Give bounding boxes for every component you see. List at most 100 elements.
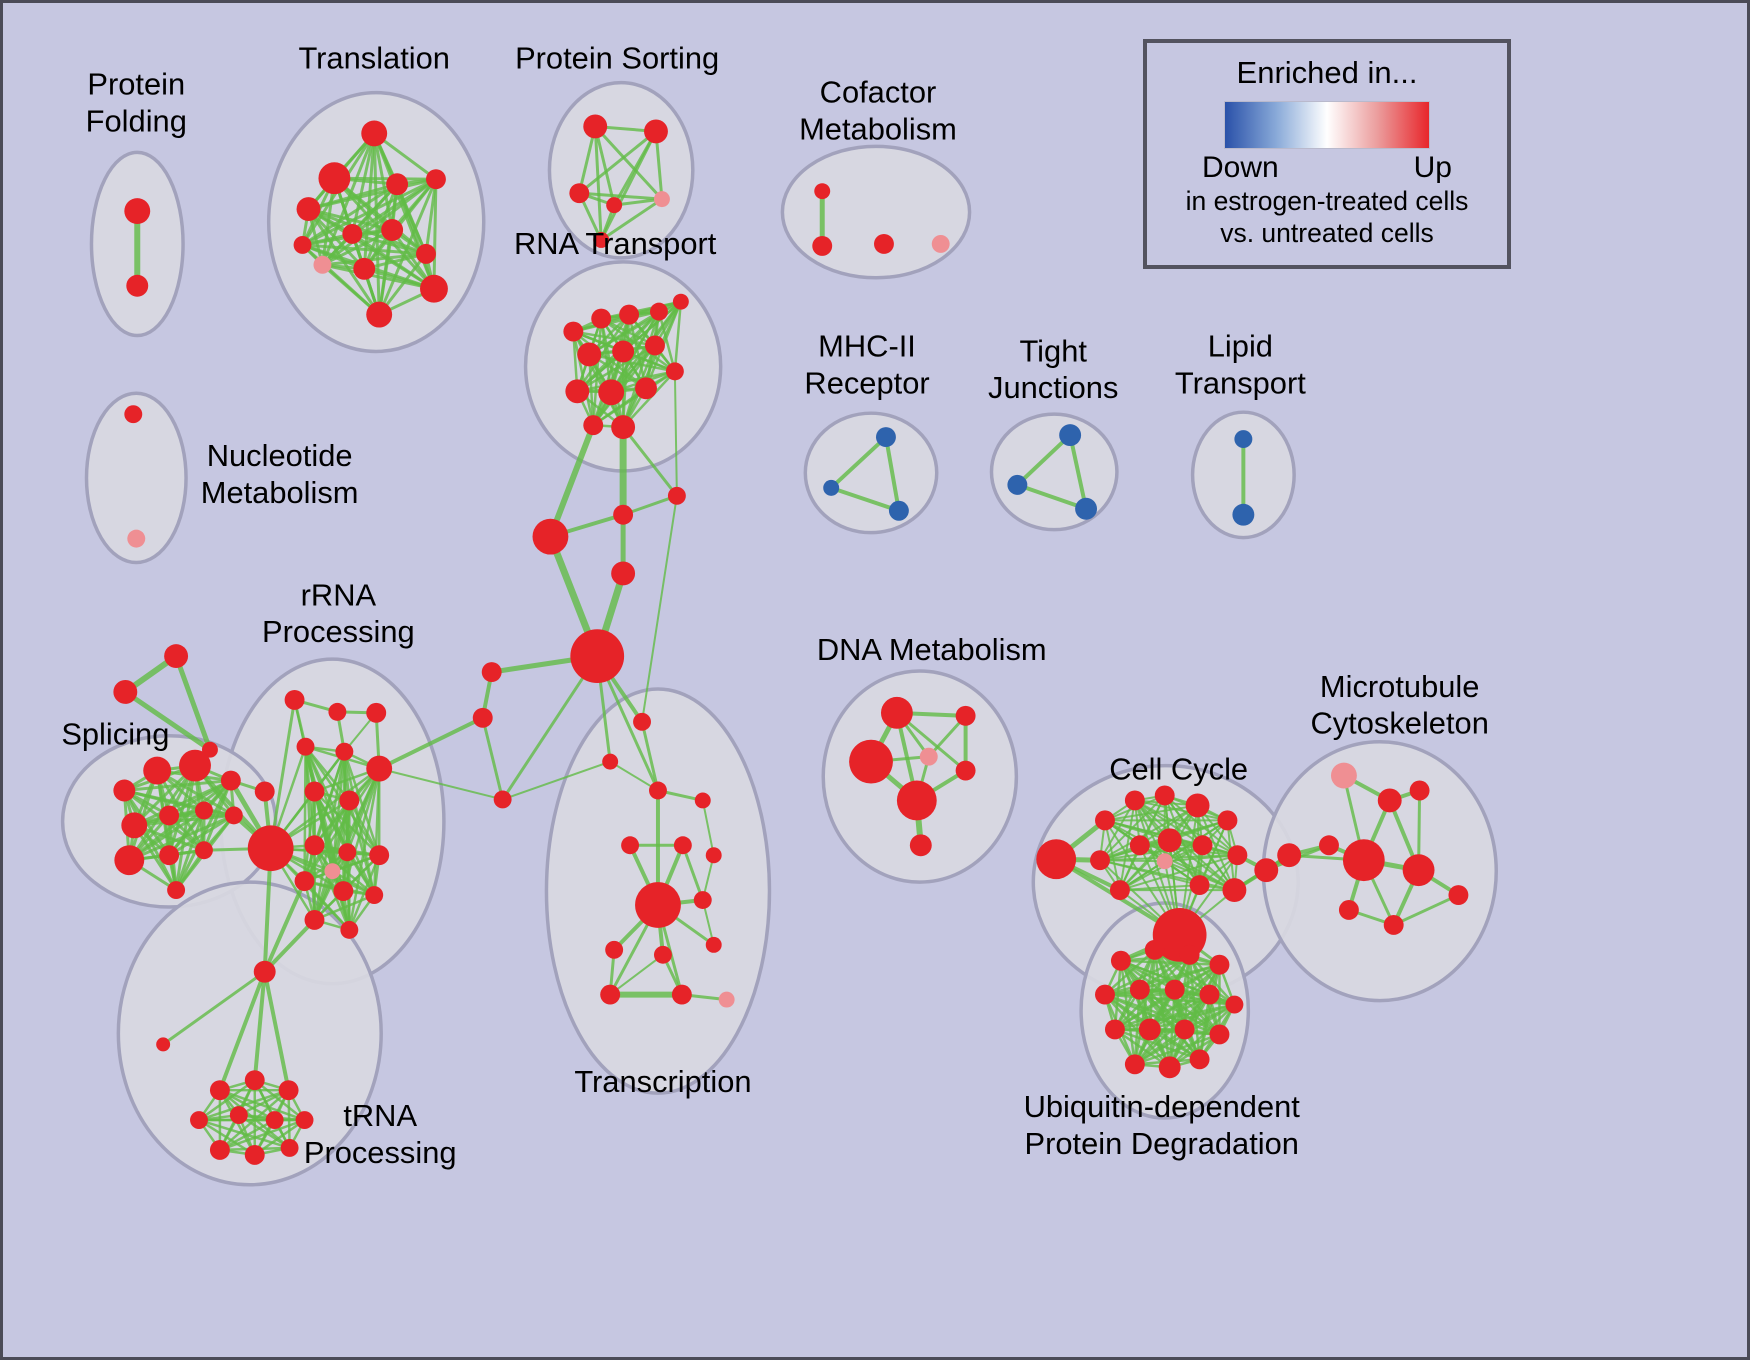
- cluster-label-transcription: Transcription: [574, 1064, 751, 1099]
- node-tj2: [1007, 474, 1028, 495]
- network-edge: [1068, 433, 1089, 511]
- legend: Enriched in... Down Up in estrogen-treat…: [1143, 39, 1511, 269]
- node-cc3: [1124, 790, 1145, 811]
- legend-title: Enriched in...: [1236, 55, 1418, 90]
- network-edge: [173, 653, 213, 753]
- network-edge: [237, 1113, 291, 1150]
- network-edge: [197, 1118, 291, 1150]
- node-mh2: [823, 479, 840, 496]
- node-rt8: [645, 335, 665, 356]
- node-sp3: [179, 749, 211, 782]
- node-cc15: [1222, 878, 1247, 903]
- node-sp12: [167, 881, 186, 900]
- node-cn5: [481, 662, 502, 682]
- node-dm7: [909, 834, 932, 857]
- network-edge: [1103, 948, 1157, 996]
- network-edge: [313, 893, 376, 922]
- node-rr17: [304, 909, 325, 930]
- node-cc12: [1109, 880, 1130, 901]
- network-edge: [252, 969, 267, 1083]
- network-edge: [127, 813, 236, 862]
- cluster-ellipse-trna-processing: [116, 880, 383, 1187]
- cluster-label-microtubule-cytoskeleton: Microtubule: [1320, 669, 1480, 704]
- node-rt12: [665, 362, 684, 381]
- network-edge: [332, 176, 438, 181]
- network-edge: [217, 969, 267, 1093]
- node-cf1: [814, 183, 831, 200]
- node-tx8: [693, 891, 712, 909]
- node-nu2: [127, 529, 146, 548]
- network-edge: [883, 435, 901, 513]
- cluster-label-trna-processing: Processing: [304, 1135, 457, 1170]
- network-edge: [621, 425, 679, 498]
- node-tn6: [190, 1111, 208, 1130]
- cluster-label-microtubule-cytoskeleton: Cytoskeleton: [1310, 706, 1488, 741]
- node-ft3: [201, 741, 218, 758]
- cluster-label-translation: Translation: [298, 41, 450, 76]
- network-edge: [161, 970, 267, 1046]
- network-edge: [576, 370, 677, 393]
- network-edge: [599, 129, 658, 242]
- node-mh1: [875, 427, 896, 448]
- legend-up-label: Up: [1413, 151, 1452, 184]
- network-edge: [301, 243, 428, 256]
- node-cc5: [1185, 793, 1210, 818]
- cluster-ellipse-cofactor-metabolism: [780, 144, 972, 280]
- node-tx6: [673, 836, 692, 855]
- node-rt5: [672, 293, 689, 310]
- cluster-label-lipid-transport: Transport: [1175, 365, 1306, 400]
- network-edge: [577, 191, 664, 201]
- node-tn1: [253, 960, 276, 983]
- network-edge: [1133, 988, 1142, 1066]
- node-cc8: [1129, 835, 1150, 856]
- node-ub8: [1199, 984, 1220, 1005]
- node-rr1: [284, 689, 305, 710]
- node-tx4: [694, 792, 711, 809]
- node-tr12: [420, 274, 448, 303]
- node-rr13: [369, 845, 390, 866]
- node-cnH: [570, 629, 625, 683]
- node-ps5: [653, 191, 670, 208]
- network-edge: [1133, 1033, 1221, 1066]
- node-tr1: [361, 120, 388, 147]
- node-rr3: [366, 702, 387, 723]
- network-edge: [197, 1088, 290, 1122]
- network-edge: [377, 715, 485, 771]
- node-rt13: [583, 415, 604, 436]
- cluster-ellipse-nucleotide-metabolism: [84, 391, 188, 565]
- cluster-label-dna-metabolism: DNA Metabolism: [817, 632, 1047, 667]
- cluster-label-tight-junctions: Tight: [1019, 333, 1087, 368]
- node-mc5: [1319, 835, 1339, 856]
- network-edge: [303, 879, 351, 932]
- node-cn4: [611, 561, 636, 586]
- node-dm1: [880, 696, 913, 729]
- legend-subtitle-line2: vs. untreated cells: [1220, 218, 1434, 248]
- network-edge: [599, 197, 664, 242]
- cluster-label-splicing: Splicing: [61, 717, 169, 752]
- network-edge: [122, 689, 213, 753]
- legend-down-label: Down: [1202, 151, 1279, 184]
- network-edge: [262, 969, 291, 1093]
- node-cn7: [493, 790, 512, 809]
- network-edge: [593, 124, 664, 201]
- node-ps2: [644, 119, 668, 144]
- network-edge: [547, 422, 597, 540]
- node-tj3: [1075, 497, 1098, 520]
- network-edge: [269, 698, 297, 850]
- node-tx12: [600, 984, 621, 1005]
- network-edge: [127, 808, 206, 862]
- node-ub3: [1179, 944, 1200, 965]
- node-tr4: [386, 173, 409, 196]
- network-edge: [343, 750, 381, 857]
- node-rr5: [335, 742, 354, 761]
- network-edge: [197, 1078, 256, 1122]
- network-edge: [303, 790, 316, 883]
- legend-gradient-bar: [1224, 101, 1430, 149]
- node-cc9: [1157, 828, 1182, 853]
- node-cn3: [667, 486, 686, 505]
- node-rt4: [649, 302, 668, 321]
- cluster-label-lipid-transport: Lipid: [1208, 328, 1273, 363]
- node-cc11: [1227, 845, 1248, 866]
- network-edge: [253, 1078, 306, 1122]
